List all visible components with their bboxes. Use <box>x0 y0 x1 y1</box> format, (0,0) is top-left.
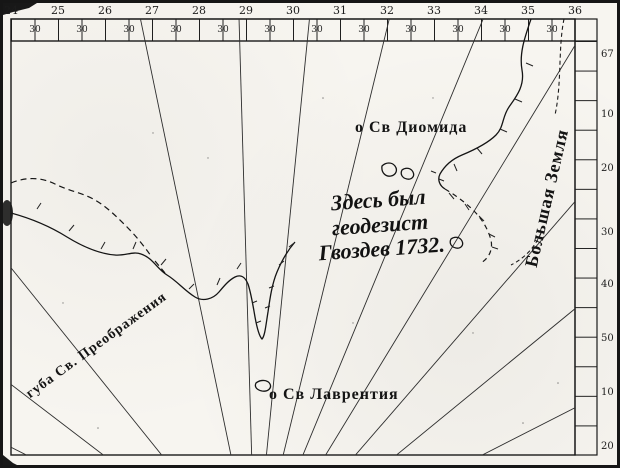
alaska-inner-dashes <box>510 19 565 266</box>
longitude-degree-label: 31 <box>333 4 347 17</box>
longitude-degree-label: 32 <box>380 4 394 17</box>
longitude-degree-label: 28 <box>192 4 206 17</box>
half-degree-label: 30 <box>170 25 182 35</box>
latitude-label: 30 <box>601 227 614 238</box>
top-scale-band <box>10 18 576 42</box>
half-degree-label: 30 <box>499 25 511 35</box>
paper-specks <box>62 97 559 429</box>
half-degree-label: 30 <box>405 25 417 35</box>
latitude-label: 67 <box>601 49 614 60</box>
latitude-label: 20 <box>601 441 614 452</box>
latitude-label: 10 <box>601 109 614 120</box>
longitude-degree-label: 33 <box>427 4 441 17</box>
latitude-label: 40 <box>601 279 614 290</box>
longitude-degree-label: 24 <box>4 4 18 17</box>
small-island <box>449 236 464 249</box>
alaska-coastline-dashed <box>444 188 493 264</box>
longitude-degree-label: 25 <box>51 4 65 17</box>
asia-coastline-dashed <box>11 178 166 274</box>
longitude-degree-label: 29 <box>239 4 253 17</box>
asia-coastline <box>11 212 296 340</box>
diomede-island-east <box>400 167 415 180</box>
latitude-label: 20 <box>601 163 614 174</box>
label-diomede-islands: о Св Диомида <box>355 119 468 136</box>
half-degree-label: 30 <box>123 25 135 35</box>
longitude-degree-label: 30 <box>286 4 300 17</box>
half-degree-label: 30 <box>358 25 370 35</box>
scan-smudges <box>3 3 37 465</box>
map-drawing <box>3 3 598 465</box>
longitude-degree-label: 35 <box>521 4 535 17</box>
half-degree-label: 30 <box>29 25 41 35</box>
label-st-lawrence-island: о Св Лаврентия <box>269 386 399 403</box>
rhumb-lines <box>11 19 575 455</box>
latitude-label: 10 <box>601 387 614 398</box>
half-degree-label: 30 <box>452 25 464 35</box>
longitude-degree-label: 26 <box>98 4 112 17</box>
alaska-coastline <box>438 19 532 190</box>
right-scale-band <box>574 18 598 456</box>
half-degree-label: 30 <box>546 25 558 35</box>
st-lawrence-island <box>254 379 272 392</box>
longitude-degree-label: 36 <box>568 4 582 17</box>
label-gvozdev-inscription: Здесь был геодезист Гвоздев 1732. <box>293 182 468 268</box>
half-degree-label: 30 <box>76 25 88 35</box>
half-degree-label: 30 <box>311 25 323 35</box>
half-degree-label: 30 <box>217 25 229 35</box>
coast-hatching <box>36 62 534 324</box>
latitude-label: 50 <box>601 333 614 344</box>
half-degree-label: 30 <box>264 25 276 35</box>
longitude-degree-label: 27 <box>145 4 159 17</box>
diomede-island-west <box>381 162 398 177</box>
map-frame <box>10 18 598 456</box>
longitude-degree-label: 34 <box>474 4 488 17</box>
